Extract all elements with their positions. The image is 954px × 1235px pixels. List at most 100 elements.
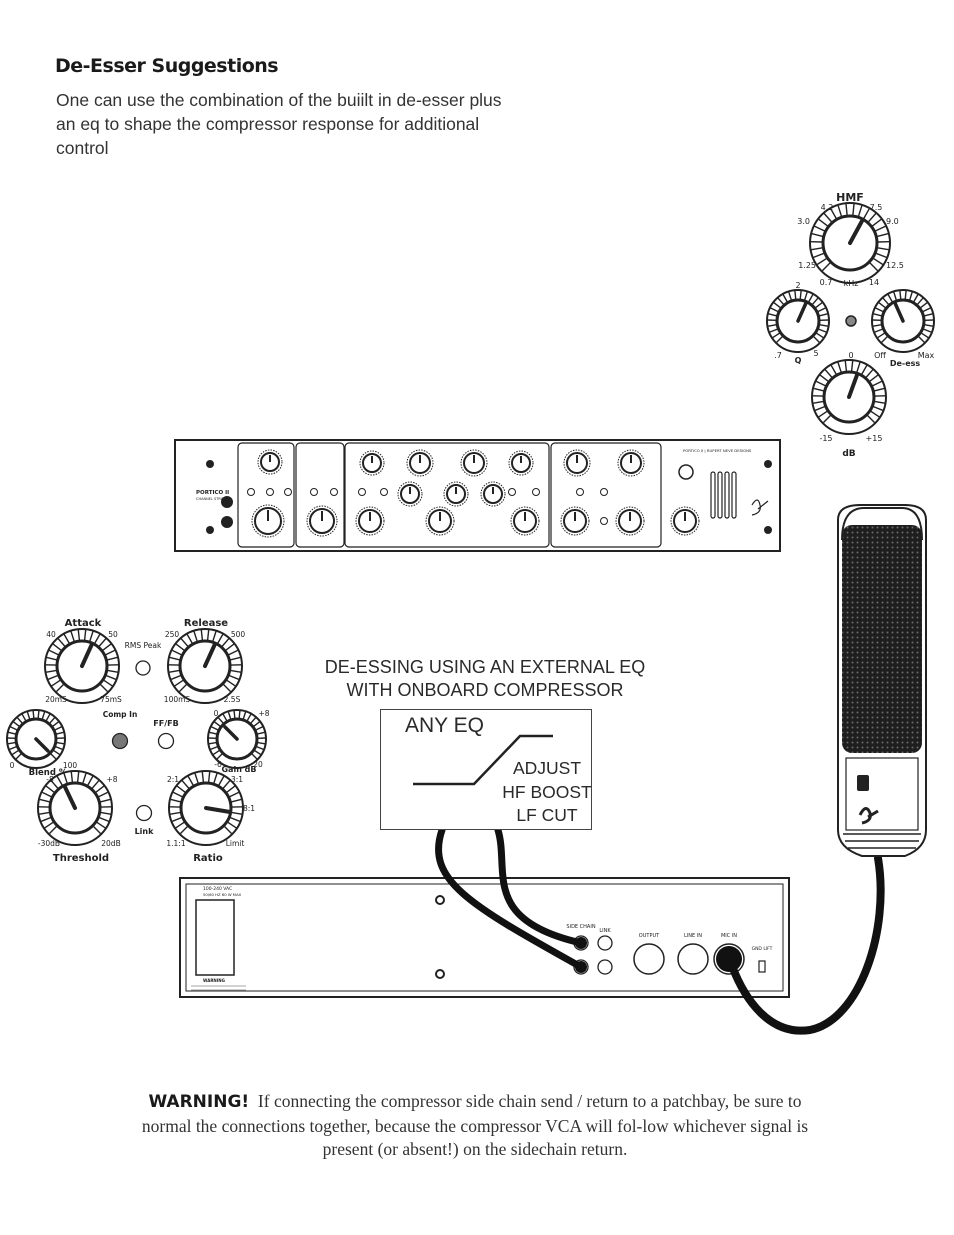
knob-tick xyxy=(57,638,66,647)
hmf-mark: 4.2 xyxy=(821,203,834,212)
knob-tick xyxy=(206,629,210,641)
knob-tick xyxy=(201,771,205,783)
q-label: Q xyxy=(795,356,802,365)
knob-tick xyxy=(816,257,827,266)
knob-tick xyxy=(175,821,185,829)
knob-tick xyxy=(102,643,112,651)
knob-tick xyxy=(46,656,57,661)
knob-tick xyxy=(51,721,60,728)
knob-tick xyxy=(917,335,925,343)
warning-text: If connecting the compressor side chain … xyxy=(141,1091,809,1159)
threshold-mark: -30dB xyxy=(38,839,60,848)
strip-knob xyxy=(425,506,455,536)
eq-note-line2: HF BOOST xyxy=(502,781,592,802)
gain-mark: +15 xyxy=(866,434,883,443)
knob-tick xyxy=(211,726,219,731)
knob-tick xyxy=(95,785,105,793)
hmf-mark: 14 xyxy=(869,278,879,287)
knob-tick xyxy=(107,656,118,661)
knob-tick xyxy=(87,776,94,786)
knob-tick xyxy=(16,717,24,725)
knob-tick xyxy=(818,218,829,227)
knob-tick xyxy=(249,717,257,725)
knob-tick xyxy=(233,710,236,719)
knob-tick xyxy=(171,674,182,680)
knob-tick xyxy=(229,791,240,798)
comp-gain-label: Gain dB xyxy=(221,765,256,774)
knob-tick xyxy=(226,679,236,687)
knob-tick xyxy=(770,307,779,313)
threshold-knob xyxy=(37,770,113,846)
knob-tick xyxy=(922,328,932,333)
strip-button xyxy=(600,488,608,496)
knob-tick xyxy=(768,313,778,317)
knob-tick xyxy=(55,683,65,693)
release-mark: 500 xyxy=(231,630,246,639)
knob-tick xyxy=(200,629,204,641)
page-title: De-Esser Suggestions xyxy=(55,55,279,77)
knob-tick xyxy=(96,821,106,829)
knob-tick xyxy=(171,649,182,656)
knob-tick xyxy=(10,726,18,731)
knob-tick xyxy=(837,205,843,217)
knob-tick xyxy=(21,713,27,722)
knob-tick xyxy=(8,731,17,735)
knob-tick xyxy=(815,405,826,411)
knob-tick xyxy=(819,324,829,327)
knob-tick xyxy=(76,771,80,783)
knob-tick xyxy=(830,208,837,219)
knob-tick-ring xyxy=(169,771,243,835)
knob-tick xyxy=(41,816,52,822)
strip-button xyxy=(600,517,608,525)
knob-tick xyxy=(26,711,31,720)
hmf-unit: kHz xyxy=(844,279,859,288)
knob-tick xyxy=(45,785,55,793)
strip-button xyxy=(532,488,540,496)
knob-tick xyxy=(37,710,40,719)
hmf-title: HMF xyxy=(836,191,864,204)
gnd-lift-label: GND LIFT xyxy=(752,946,773,952)
knob-tick xyxy=(7,741,17,745)
hmf-knob-detail: HMF 4.2 7.5 3.0 9.0 1.25 12.5 0.7 14 kHz… xyxy=(766,191,935,459)
link-button xyxy=(135,804,153,822)
strip-knob xyxy=(306,505,338,537)
external-eq-title-line2: WITH ONBOARD COMPRESSOR xyxy=(346,680,624,700)
knob-tick xyxy=(176,785,186,793)
strip-knob xyxy=(443,481,469,507)
knob-tick xyxy=(56,776,63,786)
knob-tick xyxy=(52,749,61,756)
knob-tick xyxy=(874,387,885,392)
strip-model: PORTICO II xyxy=(196,490,229,496)
knob-tick xyxy=(887,294,894,303)
eq-note-line1: ADJUST xyxy=(512,758,582,778)
strip-button xyxy=(284,488,292,496)
knob-tick xyxy=(187,776,194,786)
any-eq-title: ANY EQ xyxy=(405,714,484,737)
knob-tick xyxy=(52,643,62,651)
knob-tick xyxy=(217,634,224,644)
knob-tick xyxy=(772,332,781,339)
knob-tick xyxy=(815,332,824,339)
threshold-mark: 20dB xyxy=(101,839,120,848)
knob-tick xyxy=(54,726,62,731)
knob-tick xyxy=(170,798,181,803)
knob-tick xyxy=(246,713,252,722)
knob-tick xyxy=(98,638,107,647)
knob-tick xyxy=(857,205,863,217)
any-eq-box xyxy=(380,709,592,830)
gain-mark: 0 xyxy=(214,709,219,718)
knob-tick xyxy=(923,313,933,317)
deess-label: De-ess xyxy=(890,359,921,368)
knob-tick xyxy=(869,374,879,382)
strip-knob xyxy=(563,449,591,477)
line-in-label: LINE IN xyxy=(684,933,702,939)
knob-tick xyxy=(242,711,247,720)
knob-tick xyxy=(213,773,218,784)
knob-tick xyxy=(179,825,189,835)
knob-tick xyxy=(922,307,931,313)
knob-tick xyxy=(44,821,54,829)
knob-tick xyxy=(229,816,240,822)
knob-tick xyxy=(98,816,109,822)
attack-mark: 40 xyxy=(46,630,56,639)
knob-tick xyxy=(48,717,56,725)
